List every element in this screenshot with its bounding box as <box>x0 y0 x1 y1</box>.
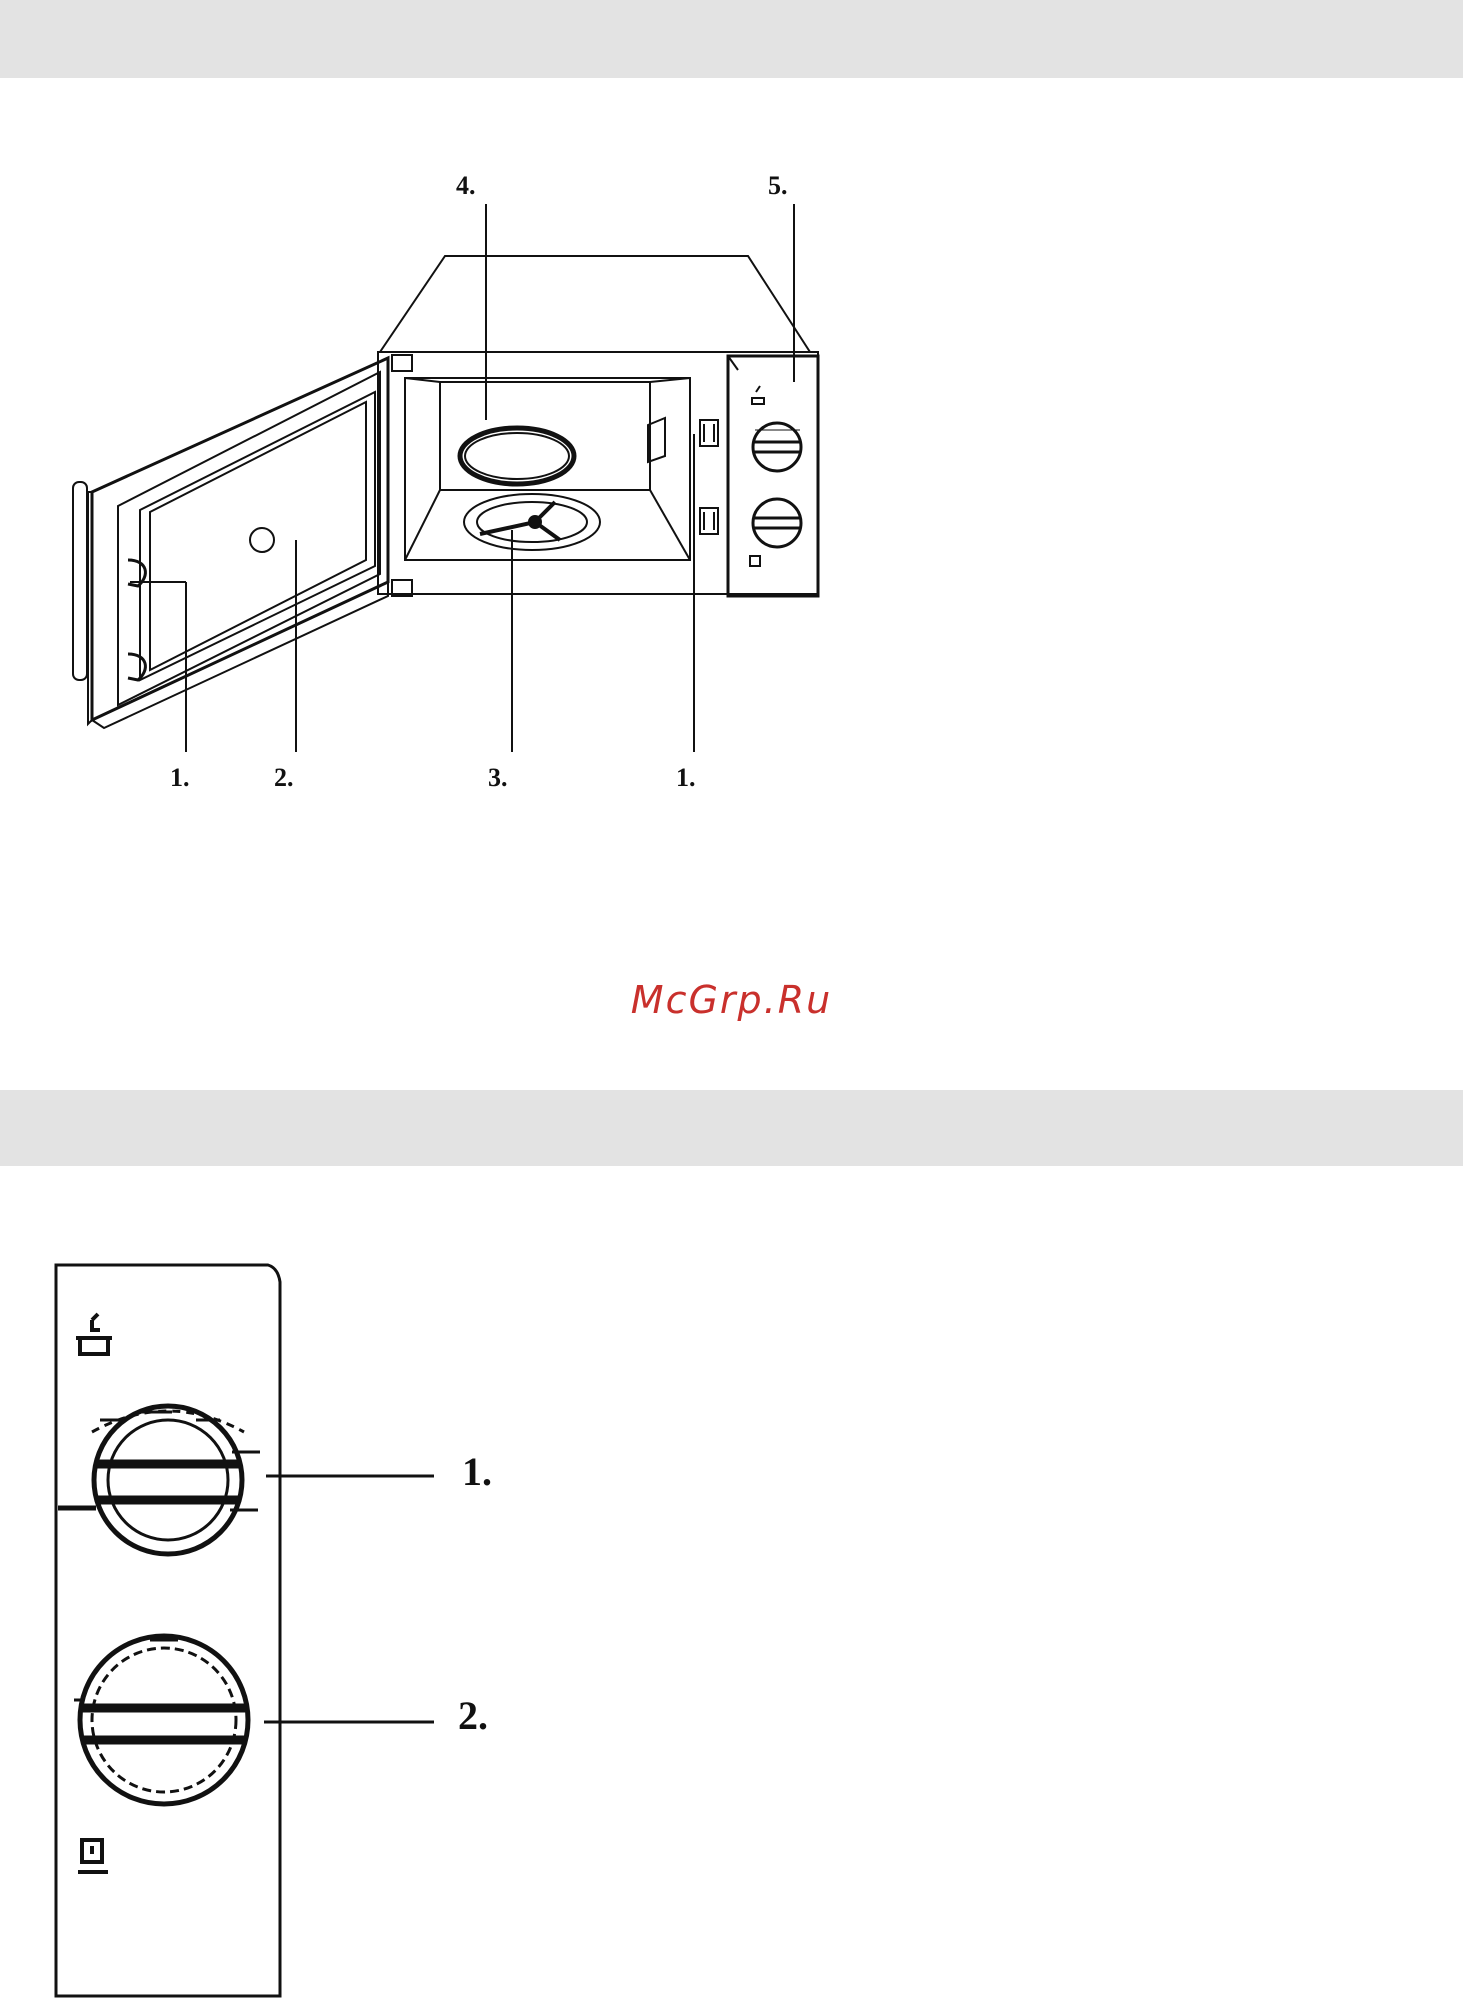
callout-turntable-support: 3. <box>488 763 508 792</box>
panel-knob-timer <box>753 499 801 547</box>
callout-power-knob: 1. <box>462 1449 492 1494</box>
control-panel-closeup <box>56 1265 434 1996</box>
power-level-icon <box>76 1314 112 1354</box>
power-knob <box>58 1406 260 1554</box>
callout-door-latch-left: 1. <box>170 763 190 792</box>
microwave-door <box>73 358 388 728</box>
panel-timer-icon <box>750 556 760 566</box>
panel-power-icon <box>752 386 764 404</box>
timer-knob <box>74 1636 248 1804</box>
microwave-figure <box>73 256 818 728</box>
glass-tray <box>460 428 574 484</box>
callout-control-panel: 5. <box>768 171 788 200</box>
watermark: McGrp.Ru <box>0 978 1463 1022</box>
timer-icon <box>78 1840 108 1872</box>
turntable-support <box>464 494 600 550</box>
microwave-control-panel <box>728 356 818 596</box>
callout-door-latch-right: 1. <box>676 763 696 792</box>
callout-timer-knob: 2. <box>458 1693 488 1738</box>
callout-glass-tray: 4. <box>456 171 476 200</box>
panel-knob-power <box>753 423 801 471</box>
callout-door-window: 2. <box>274 763 294 792</box>
